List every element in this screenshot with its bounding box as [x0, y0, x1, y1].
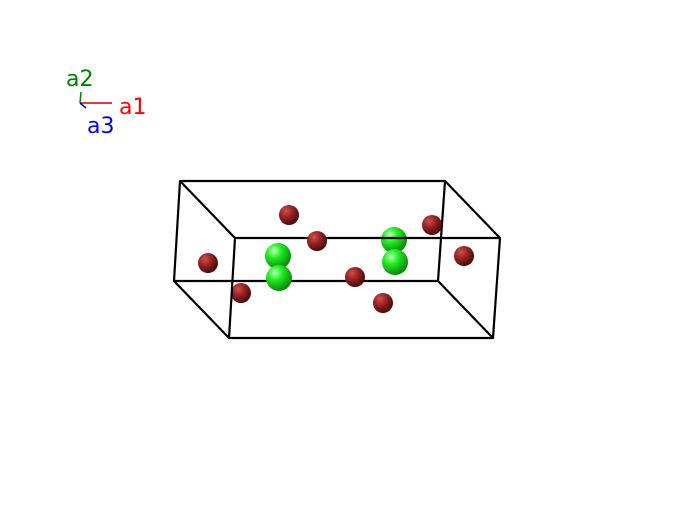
cell-front-face: [227, 236, 502, 340]
atoms: [198, 205, 474, 313]
cell-edge: [179, 180, 236, 239]
axis-a3-line: [79, 102, 87, 109]
atom-green[interactable]: [382, 249, 408, 275]
atom-red[interactable]: [279, 205, 299, 225]
axis-indicator: a1 a2 a3: [66, 67, 146, 139]
unit-cell: [172, 179, 501, 339]
atom-red[interactable]: [454, 246, 474, 266]
atom-red[interactable]: [198, 253, 218, 273]
atom-red[interactable]: [307, 231, 327, 251]
cell-edge: [444, 180, 501, 239]
axis-a1-label: a1: [119, 95, 146, 120]
atom-green[interactable]: [266, 265, 292, 291]
atom-red[interactable]: [373, 293, 393, 313]
atom-red[interactable]: [345, 267, 365, 287]
atom-red[interactable]: [422, 215, 442, 235]
cell-edge: [437, 280, 494, 339]
cell-edge: [173, 280, 230, 339]
axis-a3-label: a3: [87, 114, 114, 139]
axis-a2-label: a2: [66, 67, 93, 92]
axis-a2-line: [79, 91, 82, 104]
atom-green[interactable]: [381, 227, 407, 253]
atom-green[interactable]: [265, 243, 291, 269]
atom-red[interactable]: [231, 283, 251, 303]
unit-cell-front: [227, 236, 502, 340]
